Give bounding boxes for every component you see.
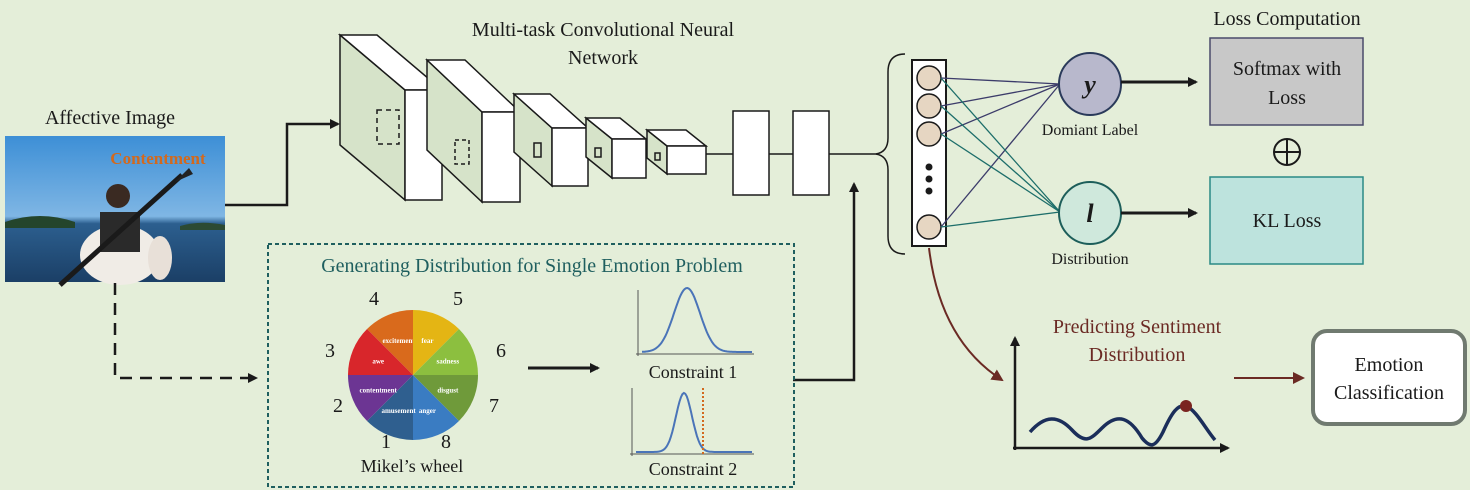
cnn-connectors bbox=[706, 53, 906, 255]
generating-distribution-box bbox=[267, 243, 795, 488]
kl-loss-box bbox=[1209, 176, 1364, 265]
image-to-generation-arrow bbox=[113, 283, 258, 383]
constraint2-label: Constraint 2 bbox=[649, 459, 738, 479]
wheel-segment-sadness bbox=[413, 329, 478, 375]
dominant-label-node bbox=[1058, 52, 1122, 116]
wheel-number-5: 5 bbox=[453, 288, 463, 310]
wheel-number-4: 4 bbox=[369, 288, 379, 310]
wheel-caption: Mikel’s wheel bbox=[361, 456, 463, 476]
y-symbol: y bbox=[1081, 70, 1096, 99]
distribution-to-cnn-arrow bbox=[793, 182, 859, 382]
wheel-label-excitement: excitement bbox=[382, 337, 415, 345]
constraint1-label: Constraint 1 bbox=[649, 362, 738, 382]
l-symbol: l bbox=[1086, 199, 1094, 228]
wheel-segment-amusement bbox=[367, 375, 413, 440]
image-to-cnn-arrow bbox=[225, 119, 340, 207]
wheel-label-anger: anger bbox=[419, 407, 436, 415]
wheel-label-fear: fear bbox=[421, 337, 433, 345]
softmax-loss-box bbox=[1209, 37, 1364, 126]
affective-image-label: Affective Image bbox=[45, 107, 175, 129]
predicting-title-line2: Distribution bbox=[1089, 344, 1186, 366]
emotion-classification-line1: Emotion bbox=[1355, 354, 1424, 376]
mikels-wheel: excitement fear sadness disgust angeramuseme… bbox=[348, 310, 478, 440]
wheel-segment-contentment bbox=[348, 375, 413, 421]
wheel-segment-fear bbox=[413, 310, 459, 375]
wheel-label-sadness: sadness bbox=[437, 358, 460, 366]
affective-image bbox=[5, 136, 225, 287]
wheel-number-1: 1 bbox=[381, 431, 391, 453]
wheel-label-awe: awe bbox=[372, 358, 384, 366]
wheel-number-2: 2 bbox=[333, 395, 343, 417]
emotion-classification-box bbox=[1311, 329, 1467, 426]
emotion-classification-line2: Classification bbox=[1334, 382, 1444, 404]
cnn-title-line1: Multi-task Convolutional Neural bbox=[472, 19, 735, 41]
output-to-predict-arrow bbox=[928, 247, 1004, 382]
softmax-loss-line2: Loss bbox=[1268, 87, 1306, 109]
wheel-segment-awe bbox=[348, 329, 413, 375]
softmax-loss-line1: Softmax with bbox=[1233, 58, 1341, 80]
prediction-plot bbox=[1010, 336, 1230, 453]
kl-loss-label: KL Loss bbox=[1253, 210, 1322, 232]
constraint1-plot bbox=[636, 286, 754, 356]
wheel-number-3: 3 bbox=[325, 340, 335, 362]
dominant-label-caption: Domiant Label bbox=[1042, 122, 1139, 139]
wheel-number-8: 8 bbox=[441, 431, 451, 453]
wheel-segment-excitement bbox=[367, 310, 413, 375]
wheel-label-contentment: contentment bbox=[360, 386, 398, 394]
wheel-segment-anger bbox=[413, 375, 459, 440]
oplus-icon bbox=[1273, 138, 1301, 166]
distribution-caption: Distribution bbox=[1051, 251, 1128, 268]
contentment-overlay: Contentment bbox=[110, 149, 206, 168]
wheel-label-amusement: amusement bbox=[381, 407, 416, 415]
fc-connections bbox=[940, 77, 1061, 228]
loss-computation-title: Loss Computation bbox=[1213, 8, 1360, 30]
wheel-segment-disgust bbox=[413, 375, 478, 421]
constraint2-plot bbox=[630, 388, 754, 456]
cnn-layers bbox=[337, 33, 830, 204]
wheel-number-6: 6 bbox=[496, 340, 506, 362]
wheel-label-disgust: disgust bbox=[437, 386, 459, 394]
wheel-number-7: 7 bbox=[489, 395, 499, 417]
ellipsis-dots bbox=[925, 163, 933, 195]
predicting-title-line1: Predicting Sentiment bbox=[1053, 316, 1222, 338]
cnn-title-line2: Network bbox=[568, 47, 638, 69]
generating-title: Generating Distribution for Single Emoti… bbox=[321, 255, 743, 277]
